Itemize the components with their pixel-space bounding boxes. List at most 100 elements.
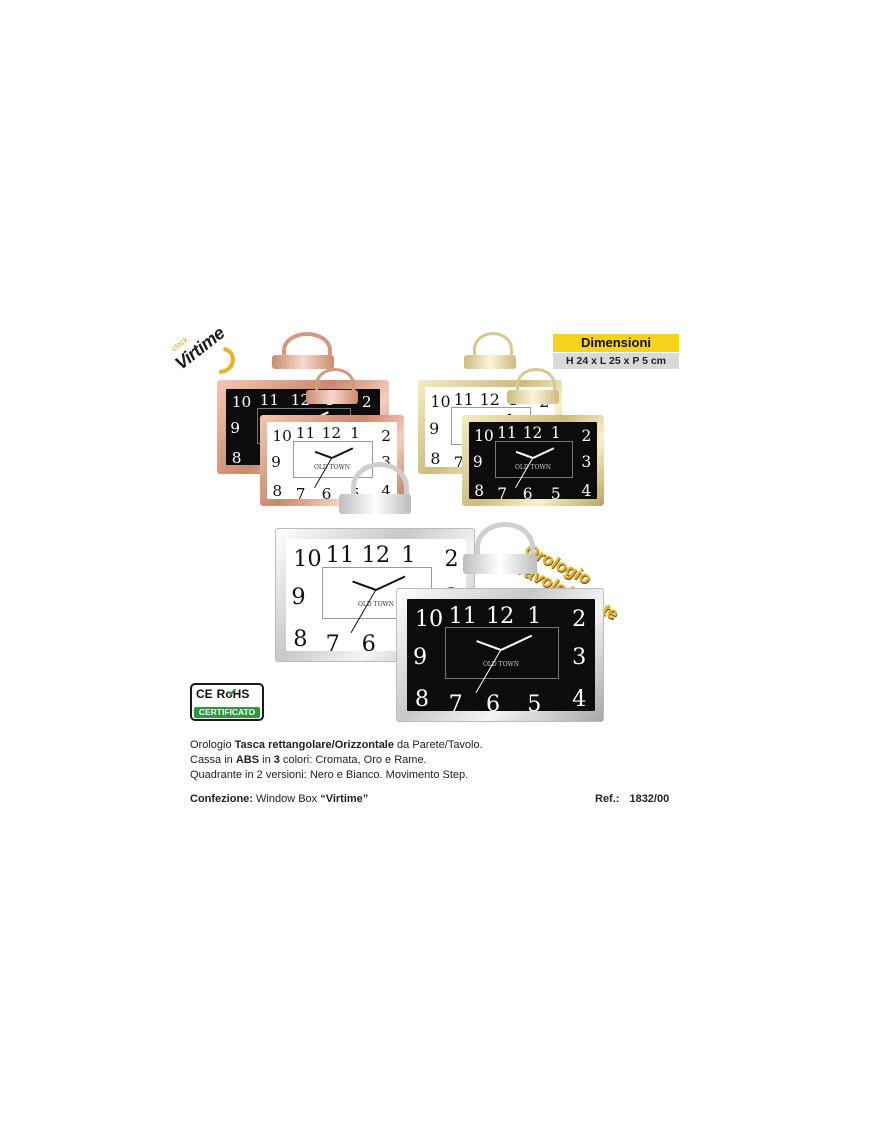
dial-numeral: 1 [401, 542, 416, 569]
dial-numeral: 10 [272, 426, 292, 445]
dial-numeral: 3 [581, 452, 592, 471]
dial-numeral: 4 [572, 686, 587, 711]
dial-numeral: 4 [581, 481, 592, 499]
packaging-text: Window Box [252, 793, 321, 805]
dial-numeral: 8 [414, 686, 430, 711]
product-description: Orologio Tasca rettangolare/Orizzontale … [190, 738, 483, 783]
dial-brand: OLD TOWN [358, 600, 394, 608]
dial-inner-frame [444, 627, 560, 680]
dial-numeral: 8 [272, 481, 283, 499]
dial-brand: OLD TOWN [483, 660, 519, 668]
dial-numeral: 12 [361, 542, 391, 569]
desc-bold: 3 [273, 754, 280, 766]
reference-info: Ref.: 1832/00 [595, 793, 669, 805]
desc-bold: Tasca rettangolare/Orizzontale [234, 739, 394, 751]
crown-icon [306, 390, 358, 404]
dial-numeral: 12 [486, 602, 515, 629]
dial-numeral: 9 [472, 452, 483, 471]
dial-numeral: 12 [479, 389, 500, 409]
dial-numeral: 3 [572, 643, 587, 670]
dial-numeral: 10 [231, 393, 252, 412]
dial-numeral: 10 [474, 426, 494, 445]
dial-numeral: 6 [486, 690, 501, 711]
dial-numeral: 7 [448, 690, 463, 711]
dial-numeral: 7 [497, 485, 507, 499]
dial-brand: OLD TOWN [514, 464, 551, 472]
check-icon: ✔ [228, 687, 238, 699]
dial-numeral: 9 [291, 583, 306, 610]
dial-numeral: 9 [429, 419, 440, 439]
cert-label: CERTIFICATO [194, 707, 260, 718]
dial-numeral: 1 [527, 602, 542, 629]
desc-line-1: Orologio Tasca rettangolare/Orizzontale … [190, 738, 483, 753]
dial-numeral: 8 [293, 626, 308, 651]
dimensions-values: H 24 x L 25 x P 5 cm [553, 353, 679, 369]
dial-numeral: 6 [361, 630, 376, 651]
dial-numeral: 10 [293, 545, 322, 572]
packaging-brand: “Virtime” [320, 793, 369, 805]
dial-numeral: 11 [453, 389, 474, 409]
dial-numeral: 10 [414, 606, 444, 633]
dial-numeral: 6 [321, 484, 332, 499]
dial-brand: OLD TOWN [314, 464, 350, 472]
crown-icon [464, 354, 516, 369]
dial-numeral: 11 [325, 542, 355, 569]
reference-code: 1832/00 [629, 793, 670, 805]
dial-inner-frame [293, 441, 373, 478]
dial-numeral: 7 [325, 630, 340, 651]
crown-icon [507, 390, 559, 404]
dial-numeral: 1 [350, 424, 360, 443]
dial-numeral: 7 [295, 484, 306, 499]
dial-inner-frame [494, 441, 574, 478]
desc-line-2: Cassa in ABS in 3 colori: Cromata, Oro e… [190, 753, 483, 768]
dial-numeral: 12 [321, 424, 342, 443]
dial-numeral: 8 [474, 481, 484, 499]
desc-text: colori: Cromata, Oro e Rame. [279, 754, 427, 766]
dial-numeral: 9 [271, 452, 281, 471]
desc-text: in [259, 754, 274, 766]
dimensions-title: Dimensioni [553, 334, 679, 352]
desc-text: da Parete/Tavolo. [394, 739, 483, 751]
dial-numeral: 11 [259, 391, 280, 410]
packaging-info: Confezione: Window Box “Virtime” [190, 793, 368, 805]
dial-numeral: 11 [497, 424, 517, 443]
dial-numeral: 1 [550, 424, 561, 443]
packaging-label: Confezione: [190, 793, 253, 805]
desc-text: Cassa in [190, 754, 236, 766]
dial-numeral: 3 [381, 452, 391, 471]
crown-icon [339, 494, 411, 514]
dial-numeral: 8 [430, 449, 441, 467]
dial-numeral: 5 [550, 485, 561, 499]
dial-numeral: 2 [581, 426, 592, 445]
dial-numeral: 6 [522, 485, 533, 499]
rohs-mark: RoHS [216, 687, 250, 701]
dial-numeral: 5 [527, 690, 542, 711]
desc-bold: ABS [235, 754, 260, 766]
dial-numeral: 7 [453, 452, 464, 467]
dial-numeral: 10 [430, 392, 451, 412]
dial-numeral: 8 [231, 448, 242, 466]
desc-line-3: Quadrante in 2 versioni: Nero e Bianco. … [190, 769, 469, 781]
dial-numeral: 2 [444, 545, 459, 572]
reference-label: Ref.: [595, 793, 620, 805]
dial-numeral: 12 [290, 391, 311, 410]
dial-numeral: 12 [522, 424, 543, 443]
desc-text: Orologio [190, 739, 235, 751]
dial-numeral: 2 [381, 426, 391, 445]
crown-icon [462, 554, 538, 574]
dial-numeral: 11 [295, 424, 316, 443]
dial-numeral: 11 [448, 602, 477, 629]
dial-numeral: 9 [413, 643, 428, 670]
dial-numeral: 2 [572, 606, 587, 633]
